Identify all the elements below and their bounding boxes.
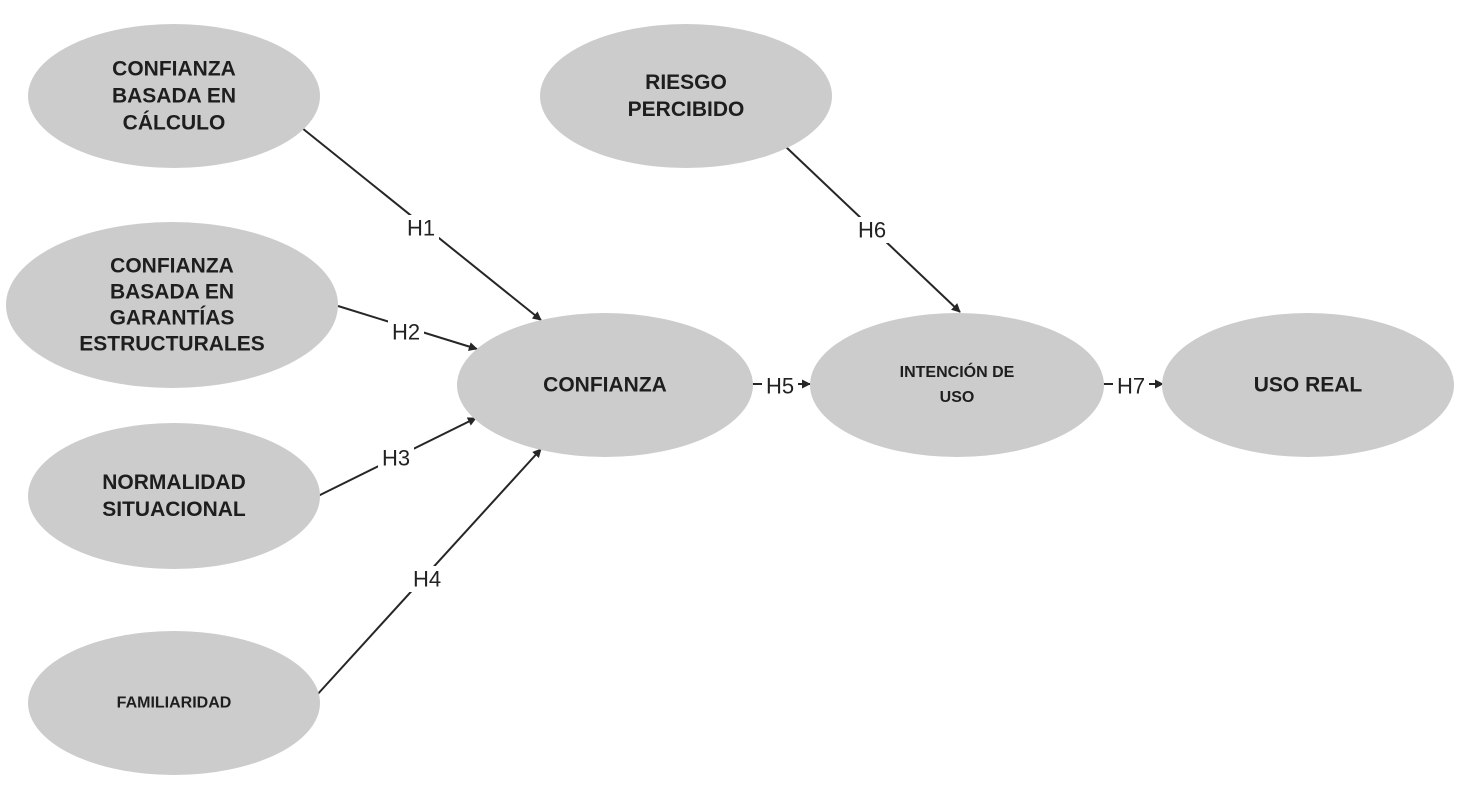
hypothesis-label-h3: H3 bbox=[382, 446, 410, 471]
edge-label-background bbox=[1113, 373, 1149, 399]
node-ellipse bbox=[28, 631, 320, 775]
hypothesis-label-h4: H4 bbox=[413, 567, 441, 592]
edge-label-background bbox=[409, 566, 445, 592]
node-label-line: SITUACIONAL bbox=[102, 498, 246, 521]
node-label-line: ESTRUCTURALES bbox=[79, 333, 265, 356]
edge-label-background bbox=[388, 319, 424, 345]
node-label-line: NORMALIDAD bbox=[102, 471, 245, 494]
construct-node-familiaridad: FAMILIARIDAD bbox=[28, 631, 320, 775]
node-label-line: BASADA EN bbox=[112, 85, 236, 108]
node-ellipse bbox=[28, 423, 320, 569]
node-label-line: BASADA EN bbox=[110, 281, 234, 304]
hypothesis-label-h5: H5 bbox=[766, 374, 794, 399]
node-label-line: INTENCIÓN DE bbox=[900, 362, 1015, 381]
node-ellipse bbox=[810, 313, 1104, 457]
node-label-line: USO bbox=[940, 389, 975, 406]
edge-label-background bbox=[378, 445, 414, 471]
node-label-line: CONFIANZA bbox=[110, 255, 234, 278]
hypothesis-label-h1: H1 bbox=[407, 216, 435, 241]
node-ellipse bbox=[6, 222, 338, 388]
edge-label-background bbox=[403, 215, 439, 241]
node-ellipse bbox=[1162, 313, 1454, 457]
construct-node-calculo: CONFIANZA BASADA EN CÁLCULO bbox=[28, 24, 320, 168]
hypothesis-label-h6: H6 bbox=[858, 218, 886, 243]
node-ellipse bbox=[28, 24, 320, 168]
construct-node-confianza: CONFIANZA bbox=[457, 313, 753, 457]
node-ellipse bbox=[457, 313, 753, 457]
construct-node-normalidad: NORMALIDAD SITUACIONAL bbox=[28, 423, 320, 569]
node-label-line: RIESGO bbox=[645, 71, 727, 94]
edge-label-background bbox=[762, 373, 798, 399]
construct-node-riesgo: RIESGO PERCIBIDO bbox=[540, 24, 832, 168]
hypothesis-label-h7: H7 bbox=[1117, 374, 1145, 399]
node-label-line: CÁLCULO bbox=[123, 112, 226, 135]
construct-node-garantias: CONFIANZA BASADA EN GARANTÍAS ESTRUCTURALES bbox=[6, 222, 338, 388]
node-label-line: GARANTÍAS bbox=[110, 307, 235, 330]
node-label-line: CONFIANZA bbox=[112, 58, 236, 81]
hypothesis-label-h2: H2 bbox=[392, 320, 420, 345]
node-label-line: USO REAL bbox=[1254, 374, 1363, 397]
edge-label-background bbox=[854, 217, 890, 243]
node-label-line: FAMILIARIDAD bbox=[117, 695, 232, 712]
node-ellipse bbox=[540, 24, 832, 168]
construct-node-uso_real: USO REAL bbox=[1162, 313, 1454, 457]
node-label-line: CONFIANZA bbox=[543, 374, 667, 397]
node-label-line: PERCIBIDO bbox=[628, 98, 745, 121]
construct-node-intencion: INTENCIÓN DE USO bbox=[810, 313, 1104, 457]
